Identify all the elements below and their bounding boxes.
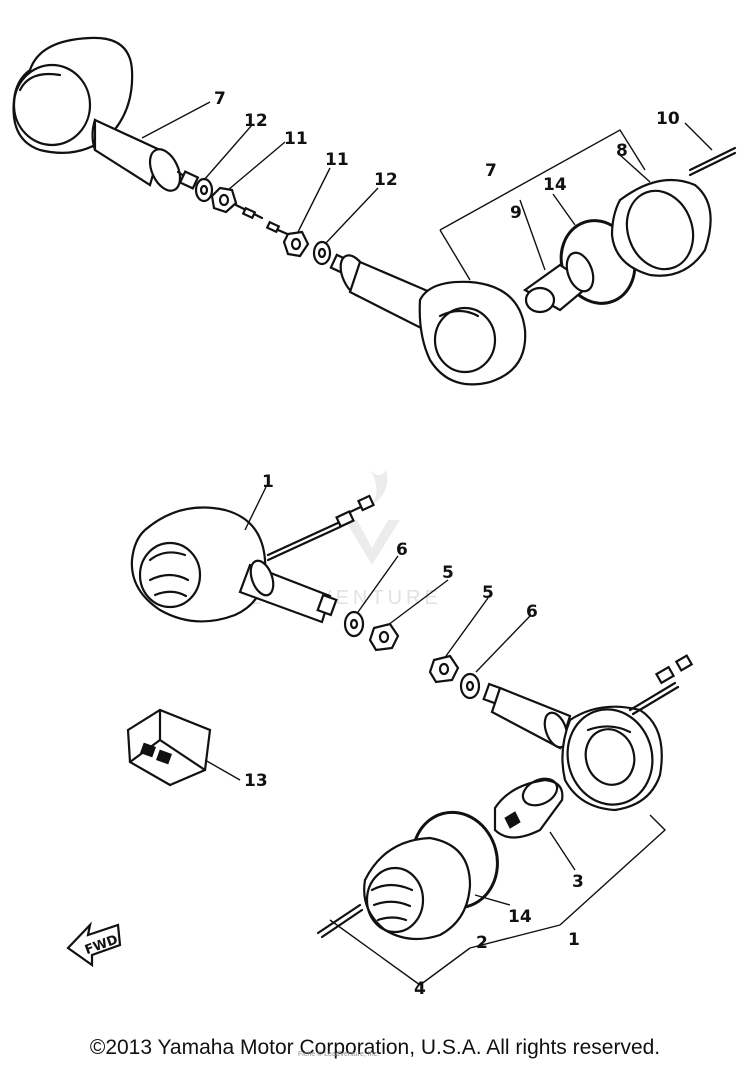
- part-number-9: 9: [510, 203, 522, 223]
- upper-right-turn-signal: [329, 253, 527, 386]
- part-number-7: 7: [214, 89, 226, 109]
- part-number-14: 14: [543, 175, 567, 195]
- lower-right-turn-signal-base: [482, 654, 694, 812]
- lower-part-numbers: 1 6 5 5 6 13 3 14 1 2 4: [244, 472, 584, 999]
- upper-leader-lines: [141, 101, 713, 281]
- bulb-3: [493, 777, 564, 839]
- part-number-3: 3: [572, 872, 584, 892]
- watermark-small-text: Fiche © LeadVenture, Inc.: [298, 1051, 380, 1058]
- part-number-2: 2: [476, 933, 488, 953]
- upper-lamp-housing: [522, 146, 737, 314]
- part-number-10: 10: [656, 109, 680, 129]
- lower-hardware: [343, 610, 481, 700]
- part-number-14: 14: [508, 907, 532, 927]
- part-number-12: 12: [374, 170, 398, 190]
- part-number-1: 1: [568, 930, 580, 950]
- part-number-11: 11: [325, 150, 349, 170]
- lower-leader-lines: [204, 486, 667, 986]
- part-number-12: 12: [244, 111, 268, 131]
- part-number-7: 7: [485, 161, 497, 181]
- part-number-13: 13: [244, 771, 268, 791]
- lower-lens-assembly: [316, 810, 499, 941]
- relay-13: [126, 708, 212, 787]
- part-number-4: 4: [414, 979, 426, 999]
- part-number-11: 11: [284, 129, 308, 149]
- part-number-5: 5: [442, 563, 454, 583]
- upper-left-turn-signal: [12, 36, 200, 192]
- part-number-6: 6: [396, 540, 408, 560]
- part-number-6: 6: [526, 602, 538, 622]
- fwd-arrow-icon: FWD: [66, 921, 122, 968]
- lower-left-turn-signal: [130, 494, 376, 624]
- upper-part-numbers: 7 12 11 11 12 10 8 7 9 14: [214, 89, 680, 223]
- part-number-5: 5: [482, 583, 494, 603]
- copyright-notice: ©2013 Yamaha Motor Corporation, U.S.A. A…: [89, 1036, 661, 1059]
- part-number-8: 8: [616, 141, 628, 161]
- part-number-1: 1: [262, 472, 274, 492]
- upper-hardware: [194, 177, 332, 266]
